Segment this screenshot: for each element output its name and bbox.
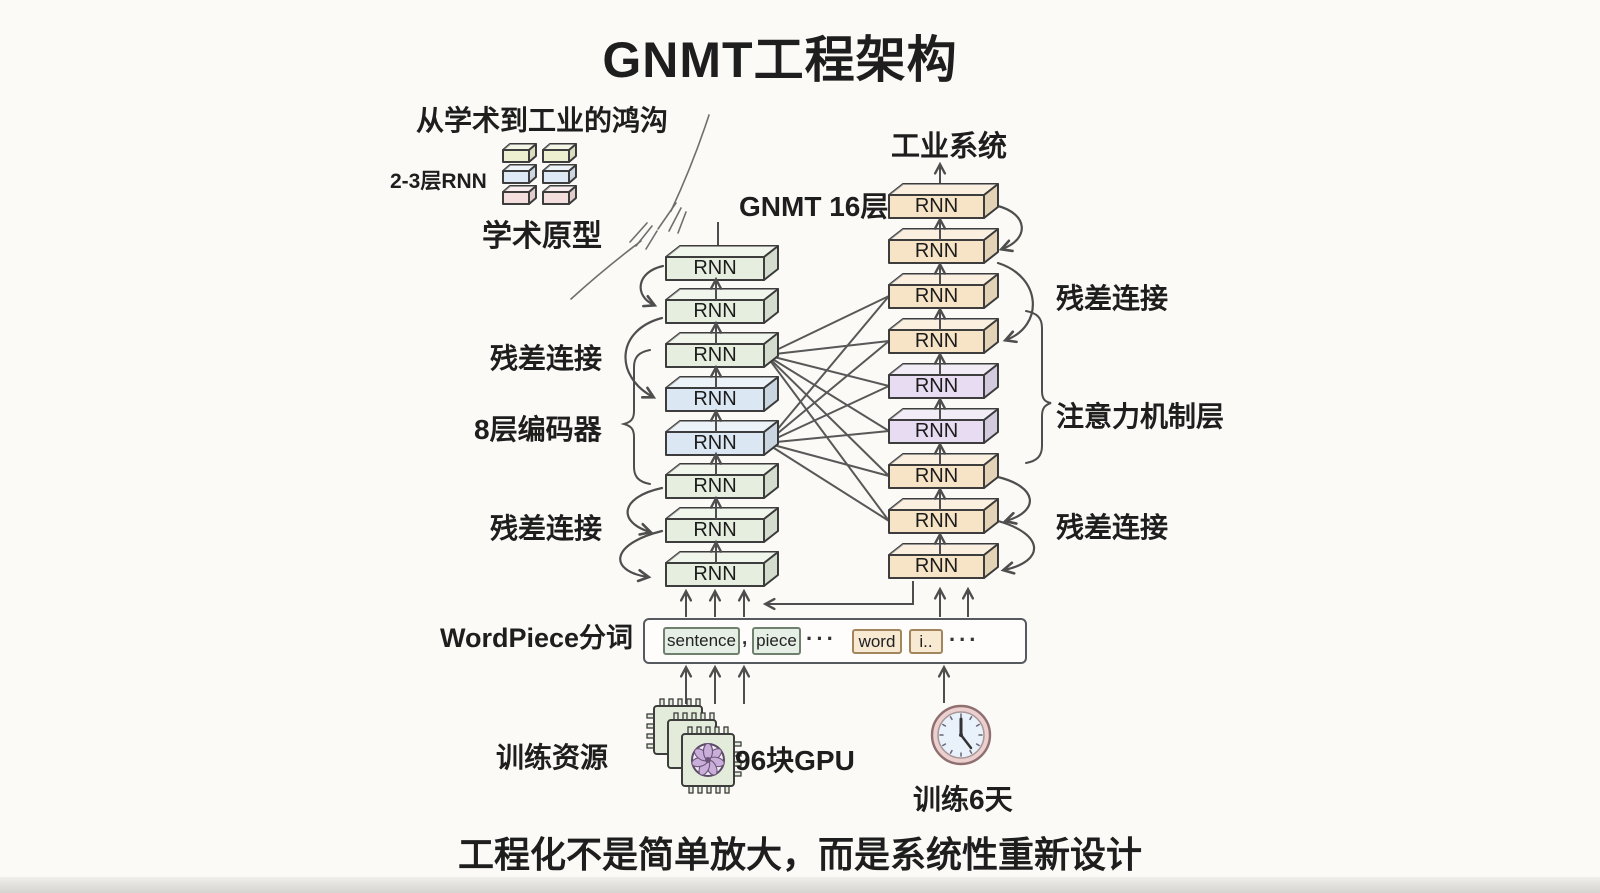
decoder-residual-bottom-label: 残差连接 <box>1056 512 1169 543</box>
decoder-layer-box-label: RNN <box>914 555 959 577</box>
academic-mini-stack <box>502 143 577 205</box>
encoder-layer-box-label: RNN <box>693 388 737 410</box>
encoder-stack <box>665 245 779 587</box>
tokenizer-io-arrows <box>679 586 975 704</box>
decoder-stack <box>888 183 999 579</box>
footer-quote: 工程化不是简单放大，而是系统性重新设计 <box>457 834 1142 875</box>
training-duration-label: 训练6天 <box>913 784 1013 815</box>
decoder-feedback-line <box>762 581 914 611</box>
decoder-layer-box-label: RNN <box>914 330 959 352</box>
gnmt-scale-label: GNMT 16层 <box>739 191 889 222</box>
academic-caption: 学术原型 <box>482 220 602 253</box>
encoder-layer-box-label: RNN <box>693 519 737 541</box>
token-ellipsis-mid: ··· <box>806 626 837 651</box>
encoder-layer-box-label: RNN <box>693 257 737 279</box>
gap-sketch <box>570 114 710 300</box>
decoder-layer-box-label: RNN <box>914 465 959 487</box>
encoder-residual-arcs <box>619 264 665 583</box>
encoder-layer-box-label: RNN <box>693 432 737 454</box>
decoder-attention-brace <box>1025 310 1052 464</box>
token-partial: i.. <box>909 629 943 654</box>
encoder-brace <box>620 349 651 485</box>
gpu-icon <box>646 698 742 794</box>
decoder-layer-box-label: RNN <box>914 420 959 442</box>
academic-stack-label: 2-3层RNN <box>390 170 487 193</box>
token-ellipsis-end: ... <box>949 621 980 646</box>
encoder-layer-box-label: RNN <box>693 300 737 322</box>
academic-gap-label: 从学术到工业的鸿沟 <box>416 105 669 136</box>
decoder-residual-arcs <box>996 204 1036 575</box>
decoder-layer-box-label: RNN <box>914 195 959 217</box>
encoder-brace-label: 8层编码器 <box>474 414 602 445</box>
decoder-residual-top-label: 残差连接 <box>1056 283 1169 314</box>
token-comma: , <box>742 628 748 649</box>
encoder-layer-box-label: RNN <box>693 563 737 585</box>
token-piece: piece <box>752 627 801 655</box>
encoder-layer-box-label: RNN <box>693 475 737 497</box>
photo-table-edge <box>0 877 1600 893</box>
training-resources-label: 训练资源 <box>496 742 609 773</box>
token-sentence: sentence <box>663 627 740 655</box>
encoder-layer-box-label: RNN <box>693 344 737 366</box>
decoder-layer-box-label: RNN <box>914 375 959 397</box>
token-word: word <box>852 629 902 654</box>
attention-layers-label: 注意力机制层 <box>1056 401 1225 432</box>
encoder-residual-bottom-label: 残差连接 <box>490 513 603 544</box>
clock-icon <box>930 704 992 766</box>
decoder-layer-box-label: RNN <box>914 510 959 532</box>
gpu-count-label: 96块GPU <box>735 745 855 776</box>
decoder-layer-box-label: RNN <box>914 240 959 262</box>
industrial-system-label: 工业系统 <box>890 131 1007 163</box>
page-title: GNMT工程架构 <box>602 32 958 88</box>
tokenizer-label: WordPiece分词 <box>440 623 634 653</box>
encoder-residual-top-label: 残差连接 <box>490 343 603 374</box>
attention-connection-lines <box>765 295 890 522</box>
decoder-layer-box-label: RNN <box>914 285 959 307</box>
